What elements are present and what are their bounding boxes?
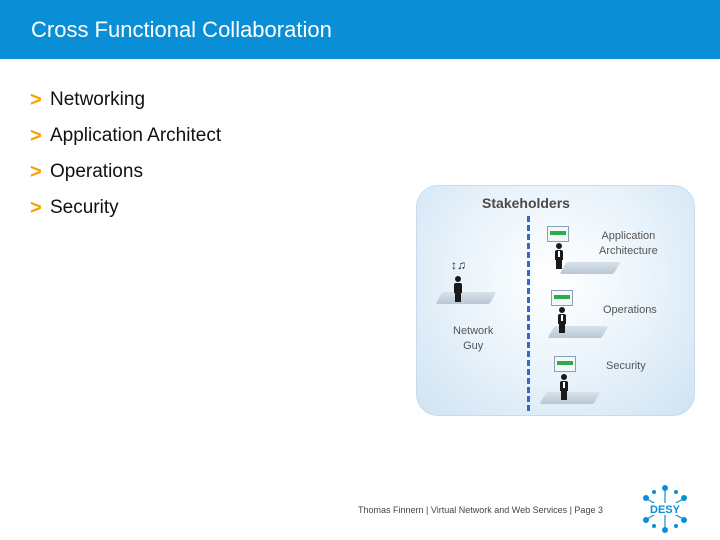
monitor-icon: [551, 290, 573, 306]
person-icon: [554, 243, 564, 269]
monitor-icon: [554, 356, 576, 372]
bullet-item: > Networking: [30, 82, 221, 118]
slide-header: Cross Functional Collaboration: [0, 0, 720, 59]
network-guy-label: Network Guy: [453, 325, 494, 352]
bullet-text: Networking: [50, 89, 146, 110]
bullet-text: Application Architect: [50, 125, 222, 146]
logo-text: DESY: [650, 504, 681, 516]
application-architecture-label: Application Architecture: [599, 230, 658, 257]
platform: [559, 262, 621, 274]
platform: [539, 392, 601, 404]
person-icon: [557, 307, 567, 333]
bullet-arrow-icon: >: [30, 88, 42, 111]
divider-dashed-line: [527, 216, 530, 411]
person-icon: [453, 276, 463, 302]
stakeholders-diagram: Stakeholders ↕♫ Network Guy Application …: [416, 185, 695, 416]
bullet-item: > Security: [30, 190, 221, 226]
network-tools-icon: ↕♫: [451, 258, 466, 272]
bullet-text: Operations: [50, 161, 143, 182]
platform: [435, 292, 497, 304]
bullet-list: > Networking > Application Architect > O…: [30, 82, 221, 226]
footer-text: Thomas Finnern | Virtual Network and Web…: [358, 505, 603, 515]
bullet-arrow-icon: >: [30, 196, 42, 219]
bullet-arrow-icon: >: [30, 124, 42, 147]
security-label: Security: [606, 360, 646, 372]
desy-logo: DESY: [643, 485, 687, 533]
bullet-item: > Operations: [30, 154, 221, 190]
bullet-text: Security: [50, 197, 119, 218]
slide-title: Cross Functional Collaboration: [31, 17, 332, 42]
bullet-item: > Application Architect: [30, 118, 221, 154]
monitor-icon: [547, 226, 569, 242]
bullet-arrow-icon: >: [30, 160, 42, 183]
diagram-title: Stakeholders: [482, 195, 570, 211]
person-icon: [559, 374, 569, 400]
operations-label: Operations: [603, 304, 657, 316]
